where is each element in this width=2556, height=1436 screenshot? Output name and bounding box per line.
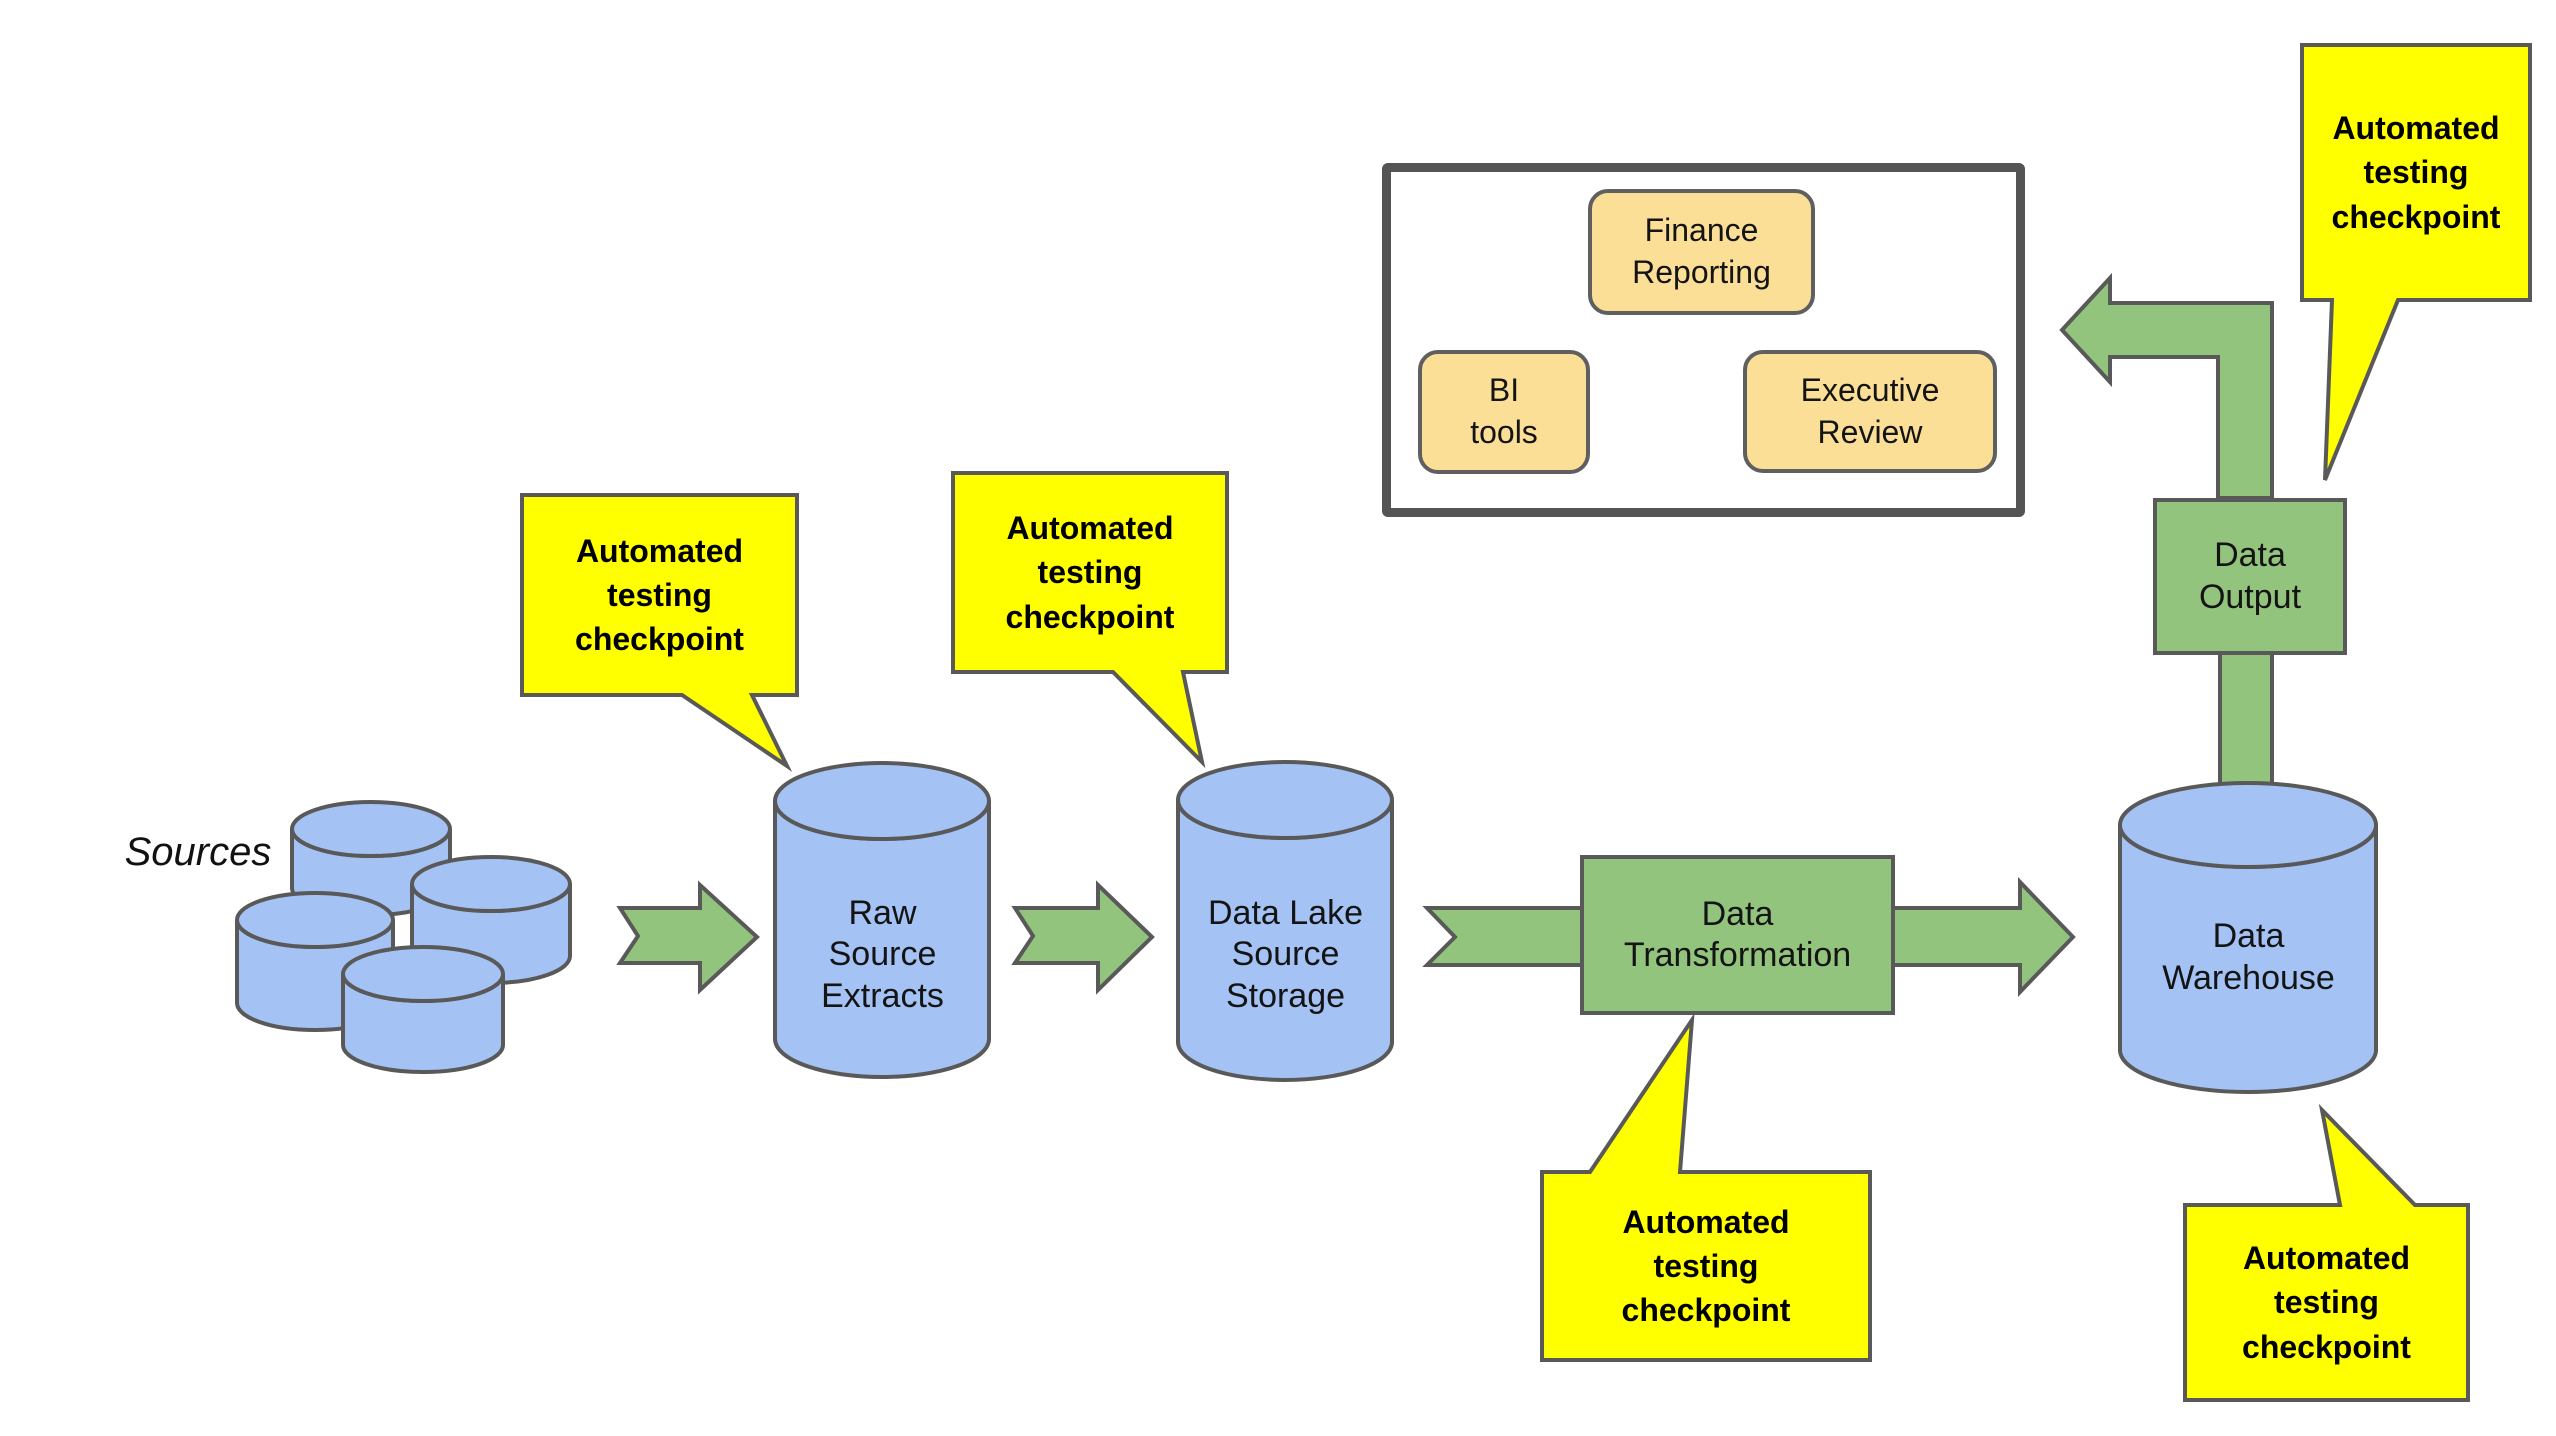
callout-bubble-data-output bbox=[2300, 43, 2532, 481]
sources-cluster bbox=[235, 800, 572, 1074]
data-lake-cylinder-top bbox=[1176, 760, 1394, 840]
callout-data-lake: Automated testing checkpoint bbox=[1005, 510, 1175, 635]
flow-arrow-output-to-reporting bbox=[2059, 272, 2274, 500]
flow-arrow-sources-to-raw bbox=[616, 880, 760, 995]
connector-warehouse-to-output bbox=[2218, 648, 2274, 792]
callout-bubble-data-warehouse bbox=[2183, 1103, 2470, 1402]
raw-source-extracts-cylinder-top bbox=[773, 761, 991, 841]
callout-bubble-data-lake bbox=[951, 471, 1229, 769]
source-cylinder-4-top bbox=[341, 945, 505, 1003]
data-lake-source-storage-label: Data Lake Source Storage bbox=[1208, 893, 1363, 1015]
finance-reporting-node: Finance Reporting bbox=[1588, 189, 1815, 315]
data-output-node: Data Output bbox=[2153, 498, 2347, 655]
flow-arrow-raw-to-lake bbox=[1011, 880, 1155, 995]
executive-review-node: Executive Review bbox=[1743, 350, 1997, 473]
bi-tools-node: BI tools bbox=[1418, 350, 1590, 474]
callout-bubble-data-transformation bbox=[1540, 1012, 1872, 1362]
callout-data-transformation: Automated testing checkpoint bbox=[1621, 1203, 1791, 1329]
data-warehouse-label: Data Warehouse bbox=[2162, 917, 2335, 997]
raw-source-extracts-label: Raw Source Extracts bbox=[821, 893, 944, 1015]
reporting-container: Finance Reporting BI tools Executive Rev… bbox=[1382, 163, 2025, 517]
callout-data-warehouse: Automated testing checkpoint bbox=[2242, 1240, 2411, 1365]
data-transformation-node: Data Transformation bbox=[1580, 855, 1895, 1015]
source-cylinder-1-top bbox=[290, 800, 452, 858]
sources-label: Sources bbox=[124, 830, 272, 874]
callout-raw-source-extracts: Automated testing checkpoint bbox=[575, 532, 744, 658]
source-cylinder-3-top bbox=[235, 891, 395, 949]
callout-bubble-raw-source-extracts bbox=[520, 493, 799, 772]
callout-data-output: Automated testing checkpoint bbox=[2331, 110, 2501, 235]
source-cylinder-2-top bbox=[410, 855, 572, 913]
data-warehouse-cylinder-top bbox=[2118, 781, 2378, 869]
